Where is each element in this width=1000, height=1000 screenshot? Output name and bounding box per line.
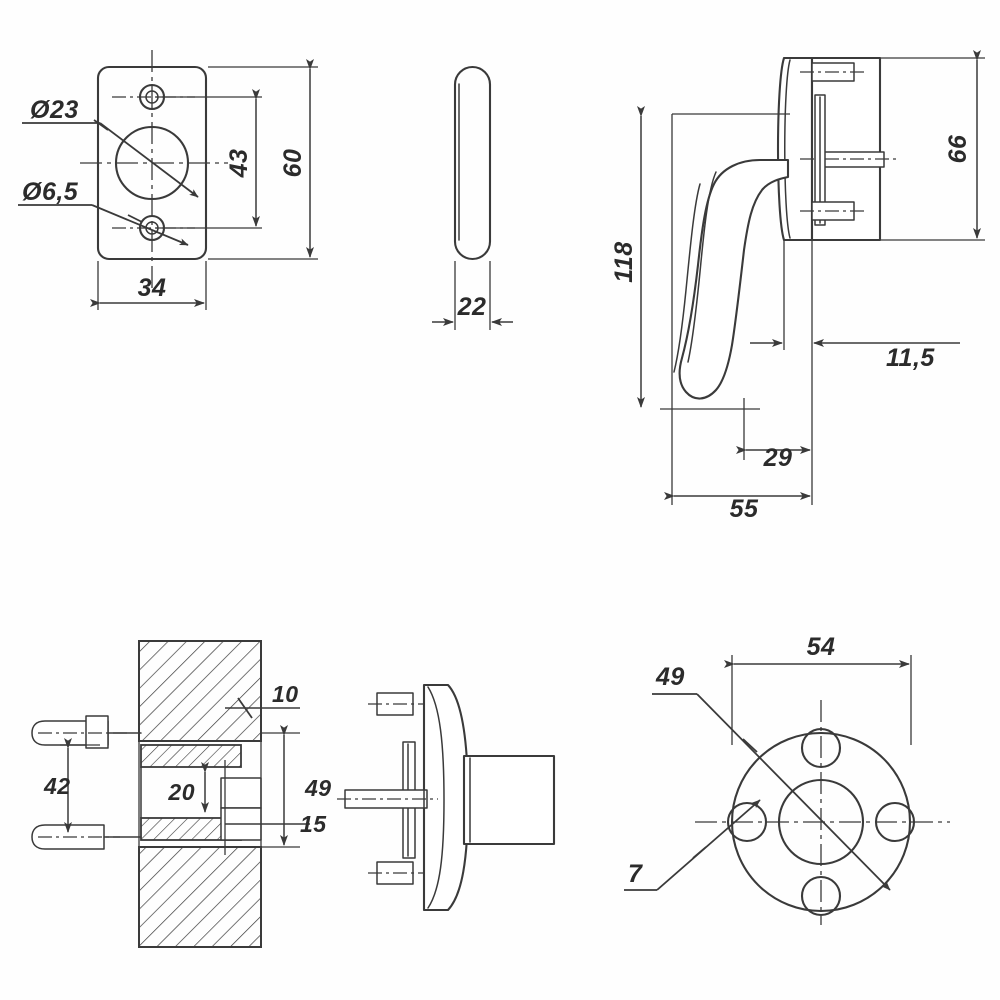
dim-plate-width: 34 [138, 274, 167, 302]
screw-lower-assembly [31, 824, 142, 850]
dim-66-group [814, 50, 985, 241]
dim-bolt-hole-diameter: 7 [628, 860, 643, 888]
dim-54-group [724, 655, 912, 745]
view-rosette-side [337, 683, 556, 912]
view-mount-section: 42 20 10 49 15 [31, 640, 332, 948]
dim-29-group [736, 350, 813, 460]
dim-plate-thickness: 22 [457, 293, 487, 321]
lever-handle [678, 158, 790, 400]
rosette-body [776, 56, 814, 242]
dim-rosette-height: 66 [944, 134, 972, 163]
view-backplate-front: Ø23 Ø6,5 43 60 34 [18, 50, 318, 310]
dim-overall-49: 49 [304, 775, 332, 801]
dim-55-group [664, 114, 813, 505]
view-rosette-front: 49 7 54 [624, 633, 950, 925]
dim-rosette-offset: 11,5 [886, 344, 935, 372]
backplate-outline [96, 65, 208, 261]
profile-plate-top [140, 744, 242, 768]
bolt-hole-left [726, 801, 768, 843]
view-handle-side: 118 66 11,5 29 55 [610, 50, 985, 523]
leader-bolt-circle [652, 693, 891, 891]
dim-118-group [637, 106, 790, 410]
dim-plate-height: 60 [279, 149, 307, 178]
dim-43-group [156, 89, 262, 229]
view-backplate-side: 22 [432, 65, 513, 330]
dim-lever-depth: 29 [763, 444, 793, 472]
rosette-center-hole [777, 778, 865, 866]
rosette-side-body [422, 683, 470, 912]
dim-handle-length: 118 [610, 241, 638, 282]
wall-lower [138, 846, 262, 948]
leader-bolt-hole-diameter [624, 799, 761, 891]
leader-screw-hole-diameter [18, 204, 189, 246]
bolt-hole-bottom [800, 875, 842, 917]
dim-bolt-circle: 49 [655, 663, 685, 691]
dim-hole-spacing: 43 [225, 149, 253, 179]
dim-60-group [208, 59, 318, 260]
dim-49-group [261, 725, 300, 848]
backplate-side-outline [453, 65, 492, 261]
dim-115-group [750, 240, 960, 350]
dim-total-depth: 55 [730, 495, 759, 523]
wall-upper [138, 640, 262, 742]
rosette-outer-circle [730, 731, 912, 913]
dim-42-group [60, 738, 100, 833]
latch-block-upper [220, 777, 262, 809]
dim-10-group [225, 697, 300, 719]
center-bore [114, 125, 190, 201]
dim-screw-spacing: 42 [43, 773, 71, 799]
leader-bore-diameter [22, 119, 199, 198]
dim-34-group [90, 261, 207, 310]
bolt-hole-right [874, 801, 916, 843]
bolt-hole-top [800, 727, 842, 769]
dim-wall-edge: 10 [272, 681, 299, 707]
dim-screw-hole-diameter: Ø6,5 [22, 178, 79, 206]
knob-cylinder [462, 754, 556, 846]
dim-lower-step: 15 [300, 811, 327, 837]
screw-upper-assembly [31, 715, 142, 749]
dim-outer-diameter: 54 [807, 633, 836, 661]
dim-recess-height: 20 [167, 779, 195, 805]
dim-bore-diameter: Ø23 [30, 96, 79, 124]
